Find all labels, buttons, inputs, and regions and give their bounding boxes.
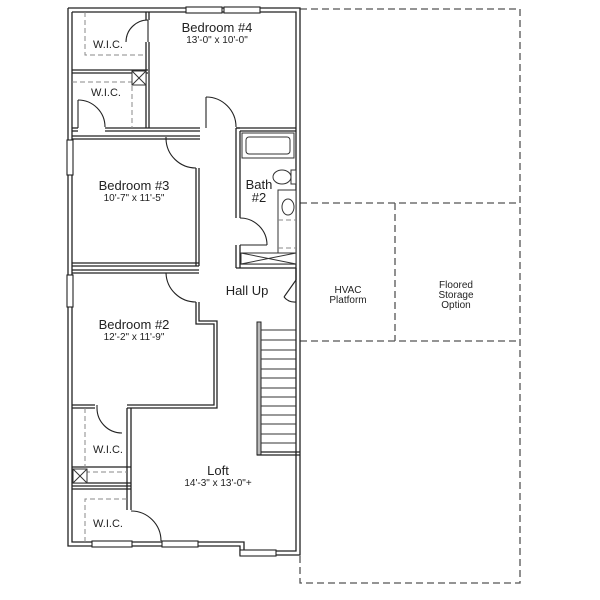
area-label-storage-line3: Option	[441, 300, 471, 311]
closet-shelves	[72, 12, 146, 542]
room-dims-loft: 14'-3" x 13'-0"+	[184, 478, 252, 489]
door-swings	[77, 19, 297, 542]
room-dims-bedroom2: 12'-2" x 11'-9"	[103, 332, 165, 343]
area-label-hvac-line1: HVAC	[334, 285, 362, 296]
closet-label-wic2: W.I.C.	[91, 87, 121, 99]
bath-fixtures	[240, 132, 297, 265]
stairs	[256, 321, 300, 456]
attic-hatch	[72, 70, 147, 484]
interior-walls	[72, 12, 297, 510]
area-label-storage-line1: Floored	[439, 280, 473, 291]
windows	[66, 6, 277, 557]
room-dims-bedroom3: 10'-7" x 11'-5"	[103, 193, 165, 204]
closet-label-wic1: W.I.C.	[93, 39, 123, 51]
room-label-bath2-line1: Bath	[245, 177, 273, 192]
area-label-hvac-line2: Platform	[329, 295, 367, 306]
attic-outline	[299, 8, 521, 584]
closet-label-wic4: W.I.C.	[93, 518, 123, 530]
room-label-hall: Hall Up	[225, 283, 269, 298]
area-label-storage-line2: Storage	[438, 290, 474, 301]
room-label-bedroom2: Bedroom #2	[98, 317, 170, 332]
closet-label-wic3: W.I.C.	[93, 444, 123, 456]
room-label-bedroom3: Bedroom #3	[98, 178, 170, 193]
room-dims-bedroom4: 13'-0" x 10'-0"	[186, 35, 248, 46]
room-label-bath2-line2: #2	[251, 190, 267, 205]
room-label-loft: Loft	[207, 463, 229, 478]
room-label-bedroom4: Bedroom #4	[181, 20, 253, 35]
